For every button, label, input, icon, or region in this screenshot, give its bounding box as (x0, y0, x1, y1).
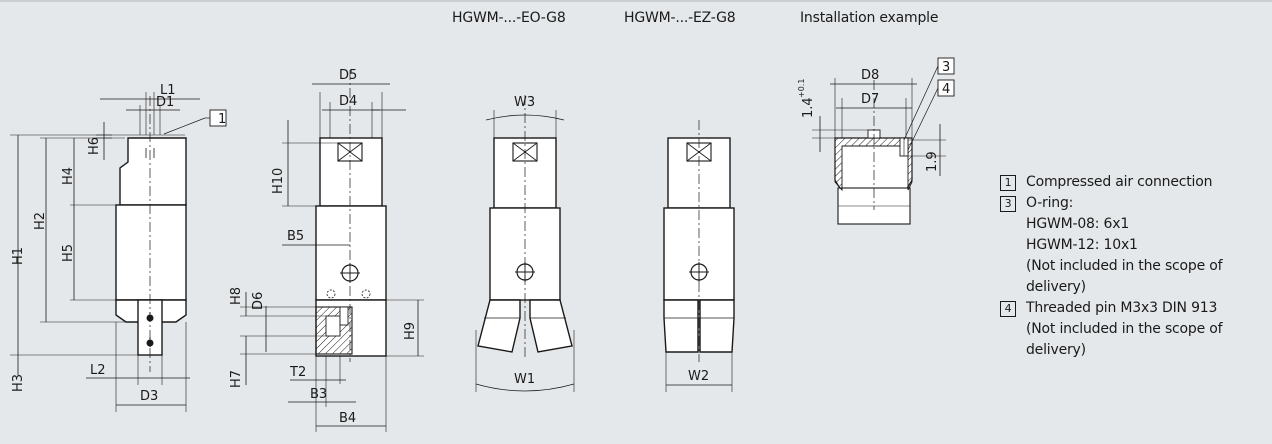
dim-T2: T2 (289, 365, 306, 380)
dim-H1: H1 (11, 247, 26, 265)
view-side (10, 92, 227, 412)
dim-H2: H2 (33, 212, 48, 230)
legend-number: 1 (1000, 175, 1016, 191)
dim-1-4: 1.4 (801, 97, 816, 118)
callout-4: 4 (942, 82, 950, 97)
dim-W1: W1 (514, 372, 535, 387)
header-eo: HGWM-...-EO-G8 (452, 10, 566, 26)
dim-L1: L1 (160, 83, 176, 98)
dim-D7: D7 (861, 92, 879, 107)
legend-text: O-ring: (1026, 195, 1074, 211)
dim-H6: H6 (87, 137, 102, 155)
dim-H4: H4 (61, 167, 76, 185)
legend-oring-line: HGWM-12: 10x1 (1026, 237, 1138, 253)
legend-item-4: 4 Threaded pin M3x3 DIN 913 (1000, 298, 1272, 319)
view-ez (663, 120, 735, 392)
legend-number: 3 (1000, 196, 1016, 212)
legend-oring-line: (Not included in the scope of (1026, 258, 1223, 274)
dim-W2: W2 (688, 369, 709, 384)
dim-W3: W3 (514, 95, 535, 110)
dim-B4: B4 (339, 411, 356, 426)
dim-H10: H10 (271, 168, 286, 194)
callout-1-view1: 1 (218, 112, 226, 127)
dim-H3: H3 (11, 374, 26, 392)
dim-H8: H8 (229, 287, 244, 305)
dim-D3: D3 (140, 389, 158, 404)
legend: 1 Compressed air connection 3 O-ring: HG… (1000, 172, 1272, 361)
legend-text: Threaded pin M3x3 DIN 913 (1026, 300, 1218, 316)
dim-D8: D8 (861, 68, 879, 83)
top-divider (0, 0, 1272, 2)
dim-H7: H7 (229, 370, 244, 388)
view-eo (475, 95, 575, 392)
dim-D5: D5 (339, 68, 357, 83)
dim-tolerance: +0.1 (797, 79, 806, 98)
legend-text: Compressed air connection (1026, 174, 1213, 190)
dim-D1: D1 (156, 95, 174, 110)
legend-item-1: 1 Compressed air connection (1000, 172, 1272, 193)
dim-D4: D4 (339, 94, 357, 109)
legend-oring-line: delivery) (1026, 279, 1086, 295)
callout-3: 3 (942, 60, 950, 75)
view-front-section (240, 70, 424, 432)
legend-pin-line: delivery) (1026, 342, 1086, 358)
header-installation: Installation example (800, 10, 939, 26)
legend-oring-line: HGWM-08: 6x1 (1026, 216, 1130, 232)
dim-L2: L2 (90, 363, 106, 378)
legend-number: 4 (1000, 301, 1016, 317)
dim-1-9: 1.9 (925, 151, 940, 172)
legend-pin-line: (Not included in the scope of (1026, 321, 1223, 337)
legend-item-3: 3 O-ring: (1000, 193, 1272, 214)
header-ez: HGWM-...-EZ-G8 (624, 10, 736, 26)
dim-B3: B3 (310, 387, 327, 402)
dim-B5: B5 (287, 229, 304, 244)
view-installation (812, 57, 955, 225)
dim-H9: H9 (403, 322, 418, 340)
dim-H5: H5 (61, 244, 76, 262)
dim-D6: D6 (251, 292, 266, 310)
